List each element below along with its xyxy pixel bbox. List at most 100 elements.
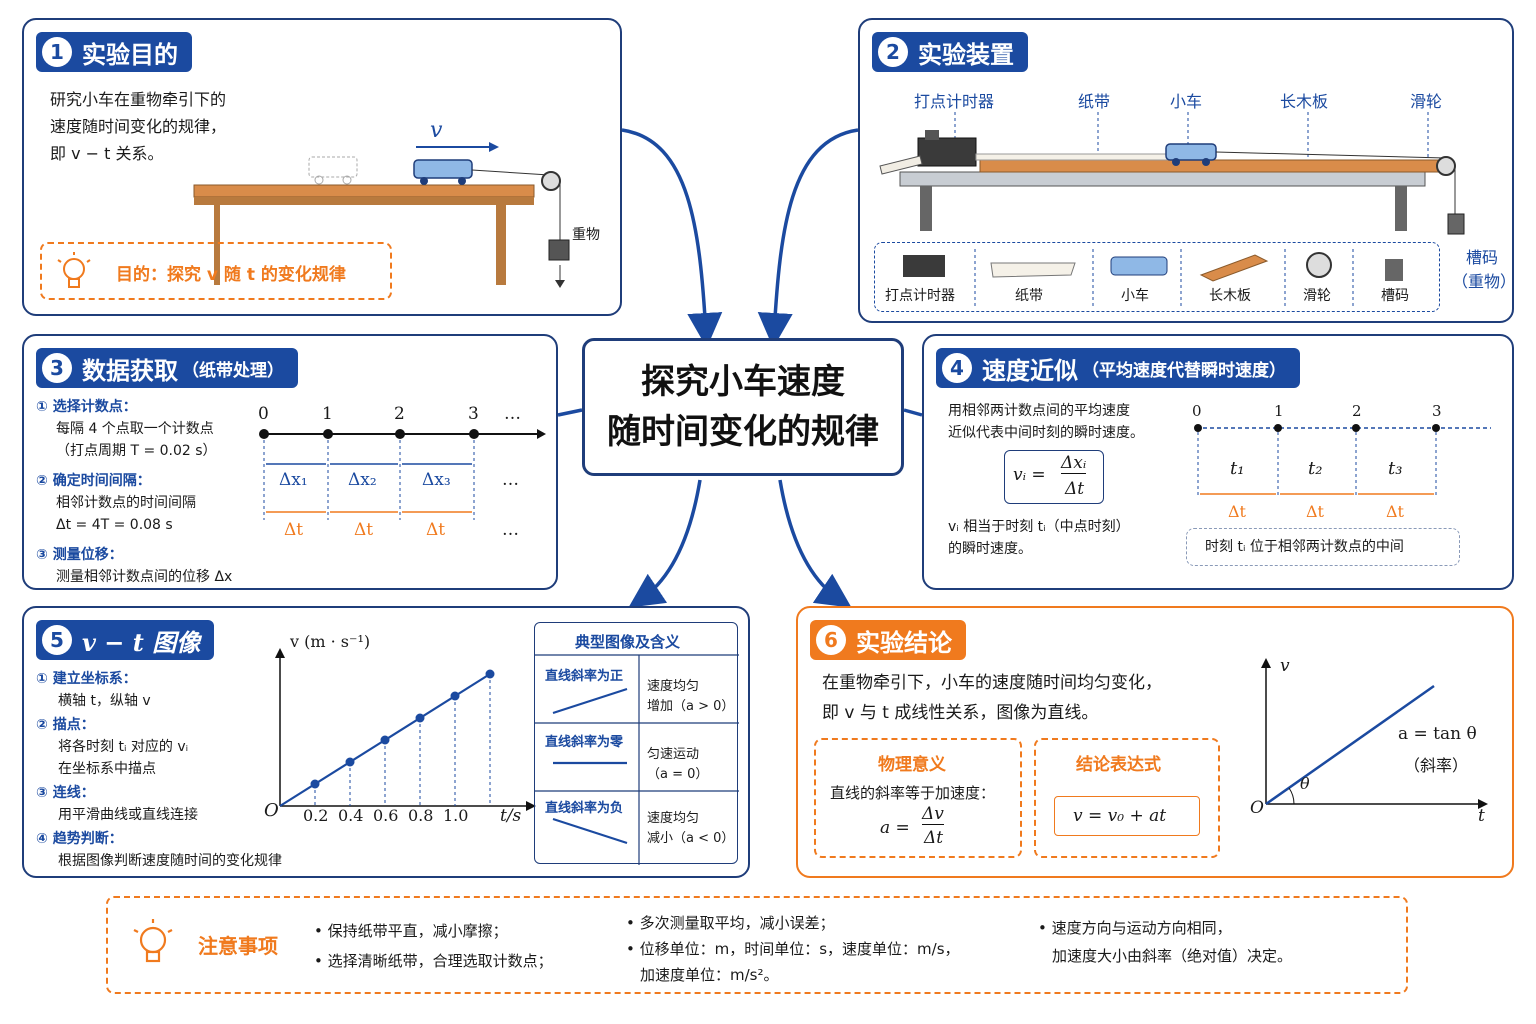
table-row-text: 速度均匀 bbox=[647, 811, 700, 826]
section-data: 3 数据获取 （纸带处理） ① 选择计数点： 每隔 4 个点取一个计数点 （打点… bbox=[22, 334, 558, 590]
step-text: 横轴 t，纵轴 v bbox=[58, 693, 151, 709]
section-title: 实验目的 bbox=[82, 40, 178, 69]
dx-label: Δx₁ bbox=[279, 470, 308, 490]
step-text: 每隔 4 个点取一个计数点 bbox=[56, 421, 214, 437]
tick-label: 3 bbox=[1432, 402, 1442, 420]
dt-label: Δt bbox=[1386, 502, 1404, 521]
lightbulb-icon bbox=[133, 919, 173, 963]
center-title: 探究小车速度 随时间变化的规律 bbox=[582, 338, 904, 476]
table-row-text: 增加（a > 0） bbox=[647, 699, 735, 714]
x-tick-label: 1.0 bbox=[443, 806, 469, 825]
label-pulley: 滑轮 bbox=[1410, 92, 1443, 111]
part-board: 长木板 bbox=[1209, 288, 1251, 304]
part-tape: 纸带 bbox=[1015, 288, 1043, 304]
note-item: • 保持纸带平直，减小摩擦； bbox=[314, 922, 508, 940]
parts-list: 打点计时器 纸带 小车 长木板 滑轮 槽码 bbox=[874, 242, 1440, 312]
step-heading: ③ 连线： bbox=[36, 785, 95, 801]
velocity-text: 用相邻两计数点间的平均速度 近似代表中间时刻的瞬时速度。 bbox=[948, 400, 1144, 444]
step-text: 在坐标系中描点 bbox=[58, 761, 156, 777]
origin-label: O bbox=[264, 800, 279, 821]
formula-numerator: Δxᵢ bbox=[1061, 453, 1087, 474]
step-text: 相邻计数点的时间间隔 bbox=[56, 495, 196, 511]
table-row-text: 匀速运动 bbox=[647, 747, 700, 762]
conclusion-line: 即 v 与 t 成线性关系，图像为直线。 bbox=[822, 703, 1099, 723]
velocity-formula: vᵢ = Δxᵢ Δt bbox=[1004, 450, 1104, 504]
label-weight: 槽码 bbox=[1465, 248, 1498, 267]
part-pulley: 滑轮 bbox=[1303, 288, 1331, 304]
step-text: （打点周期 T = 0.02 s） bbox=[56, 443, 217, 459]
axis-t-label: t bbox=[1478, 806, 1485, 826]
center-title-line1: 探究小车速度 bbox=[641, 362, 845, 402]
section-title: 速度近似 bbox=[982, 356, 1078, 385]
dx-label: Δx₃ bbox=[422, 470, 451, 490]
midpoint-note: 时刻 tᵢ 位于相邻两计数点的中间 bbox=[1186, 528, 1460, 566]
label-board: 长木板 bbox=[1280, 92, 1329, 111]
formula-left: vᵢ = bbox=[1013, 465, 1046, 485]
section-number: 3 bbox=[42, 353, 72, 383]
step-heading: ② 确定时间间隔： bbox=[36, 473, 151, 489]
part-cart: 小车 bbox=[1121, 288, 1149, 304]
table-row-text: 速度均匀 bbox=[647, 679, 700, 694]
weight-label: 重物 bbox=[572, 227, 600, 243]
formula-denominator: Δt bbox=[1065, 479, 1085, 499]
velocity-label: v bbox=[430, 118, 443, 143]
note-item: 加速度大小由斜率（绝对值）决定。 bbox=[1052, 947, 1293, 965]
conclusion-line: 在重物牵引下，小车的速度随时间均匀变化， bbox=[822, 673, 1162, 693]
time-label: t₁ bbox=[1230, 458, 1245, 479]
vt-chart bbox=[275, 648, 536, 811]
section-apparatus: 2 实验装置 打点计时器 纸带 小车 长木板 滑轮 槽码 （重物） bbox=[858, 18, 1517, 323]
vt-steps: ① 建立坐标系： 横轴 t，纵轴 v ② 描点： 将各时刻 tᵢ 对应的 vᵢ … bbox=[36, 668, 282, 872]
meaning-formula-left: a = bbox=[880, 818, 910, 838]
velocity-line: vᵢ 相当于时刻 tᵢ（中点时刻） bbox=[948, 519, 1130, 535]
dt-label: Δt bbox=[284, 520, 304, 540]
purpose-text: 研究小车在重物牵引下的 速度随时间变化的规律， 即 v − t 关系。 bbox=[50, 86, 226, 167]
conclusion-graph bbox=[1261, 658, 1488, 809]
step-text: Δt = 4T = 0.08 s bbox=[56, 517, 173, 533]
part-weight: 槽码 bbox=[1381, 288, 1409, 304]
dx-label: Δx₂ bbox=[348, 470, 377, 490]
notes-col2: • 多次测量取平均，减小误差； • 位移单位：m，时间单位：s，速度单位：m/s… bbox=[626, 910, 960, 988]
meaning-formula-denominator: Δt bbox=[924, 828, 944, 848]
theta-label: θ bbox=[1300, 774, 1310, 793]
step-text: 测量相邻计数点间的位移 Δx bbox=[56, 569, 233, 585]
tick-label: 1 bbox=[1274, 402, 1284, 420]
table-grid bbox=[535, 654, 739, 865]
section-title: 实验结论 bbox=[856, 628, 952, 657]
section-apparatus-header: 2 实验装置 bbox=[872, 32, 1028, 72]
meaning-text: 直线的斜率等于加速度： bbox=[830, 784, 996, 802]
velocity-explain: vᵢ 相当于时刻 tᵢ（中点时刻） 的瞬时速度。 bbox=[948, 516, 1130, 560]
note-item: • 位移单位：m，时间单位：s，速度单位：m/s， bbox=[626, 940, 960, 958]
purpose-line: 速度随时间变化的规律， bbox=[50, 117, 227, 136]
data-point bbox=[310, 779, 320, 789]
x-axis-label: t/s bbox=[500, 806, 522, 826]
dt-label: Δt bbox=[1228, 502, 1246, 521]
x-tick-label: 0.2 bbox=[303, 806, 329, 825]
parts-icons bbox=[903, 249, 1403, 307]
section-number: 1 bbox=[42, 37, 72, 67]
meaning-formula-numerator: Δv bbox=[922, 804, 944, 825]
table-row-key: 直线斜率为负 bbox=[545, 801, 624, 816]
section-title: v − t 图像 bbox=[82, 627, 201, 657]
part-timer: 打点计时器 bbox=[885, 288, 955, 304]
section-purpose: 1 实验目的 研究小车在重物牵引下的 速度随时间变化的规律， 即 v − t 关… bbox=[22, 18, 622, 316]
conclusion-text: 在重物牵引下，小车的速度随时间均匀变化， 即 v 与 t 成线性关系，图像为直线… bbox=[822, 668, 1162, 728]
slope-sublabel: （斜率） bbox=[1404, 756, 1469, 775]
dt-label: Δt bbox=[1306, 502, 1324, 521]
section-title: 实验装置 bbox=[918, 40, 1014, 69]
section-velocity: 4 速度近似 （平均速度代替瞬时速度） 用相邻两计数点间的平均速度 近似代表中间… bbox=[922, 334, 1514, 590]
table-row-key: 直线斜率为零 bbox=[545, 735, 624, 750]
velocity-line: 近似代表中间时刻的瞬时速度。 bbox=[948, 425, 1144, 441]
tick-label: … bbox=[504, 404, 521, 424]
apparatus-illustration bbox=[879, 112, 1465, 235]
section-conclusion-header: 6 实验结论 bbox=[810, 620, 966, 660]
table-row-text: （a = 0） bbox=[647, 767, 709, 782]
data-steps: ① 选择计数点： 每隔 4 个点取一个计数点 （打点周期 T = 0.02 s）… bbox=[36, 396, 232, 588]
section-vt-graph: 5 v − t 图像 ① 建立坐标系： 横轴 t，纵轴 v ② 描点： 将各时刻… bbox=[22, 606, 750, 878]
table-title: 典型图像及含义 bbox=[575, 633, 681, 651]
label-weight-sub: （重物） bbox=[1452, 272, 1517, 291]
section-number: 5 bbox=[42, 625, 72, 655]
lightbulb-icon bbox=[57, 252, 91, 288]
midpoint-note-text: 时刻 tᵢ 位于相邻两计数点的中间 bbox=[1205, 539, 1404, 555]
data-point bbox=[415, 713, 425, 723]
